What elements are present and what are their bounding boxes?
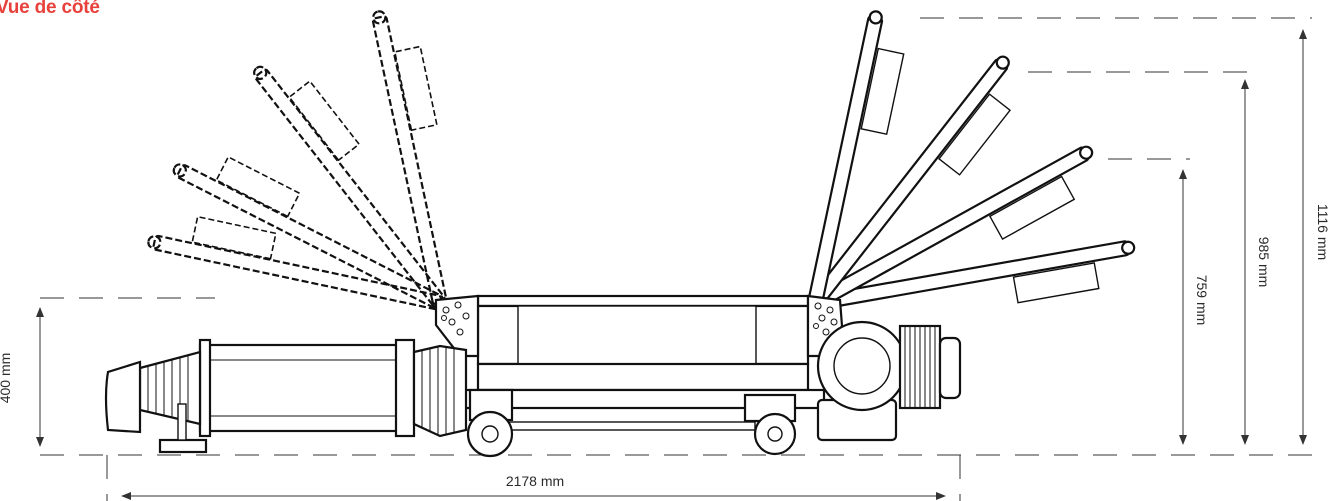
left-arm-dashed-2 xyxy=(172,155,444,310)
left-end-cap xyxy=(104,360,142,434)
center-cone-fins xyxy=(421,347,455,434)
left-fan-cone xyxy=(138,350,202,426)
left-foot xyxy=(158,438,208,454)
left-extension-frame xyxy=(198,343,402,433)
left-pivot-bolts xyxy=(441,301,470,336)
motor-face xyxy=(833,337,891,395)
left-flange xyxy=(198,338,212,438)
frame-top-rail xyxy=(476,294,810,308)
left-arm-positions-dashed xyxy=(147,10,448,311)
right-arm-positions-solid xyxy=(807,10,1136,311)
machine-body xyxy=(104,294,962,458)
left-wheel-hub xyxy=(481,425,499,443)
motor-fan-fins xyxy=(904,326,936,408)
reference-lines xyxy=(40,17,1318,501)
left-arm-dashed-4 xyxy=(371,10,448,305)
width-label: 2178 mm xyxy=(506,473,564,489)
right-arm-solid-3 xyxy=(809,55,1012,308)
height-985-label: 985 mm xyxy=(1256,237,1272,288)
height-759-label: 759 mm xyxy=(1194,275,1210,326)
height-1116-label: 1116 mm xyxy=(1315,204,1331,260)
left-foot-post xyxy=(177,403,187,441)
right-arm-solid-1 xyxy=(813,240,1136,311)
center-cone xyxy=(412,344,468,438)
mid-flange xyxy=(394,338,416,438)
motor-end-cap xyxy=(938,336,962,400)
right-pivot-bolts xyxy=(813,302,838,336)
right-wheel-hub xyxy=(767,426,783,442)
frame-lower-rail xyxy=(476,362,810,392)
height-400-label: 400 mm xyxy=(0,353,13,404)
left-arm-dashed-3 xyxy=(253,65,446,308)
view-title: Vue de côté xyxy=(0,0,100,18)
left-fan-fins xyxy=(147,356,189,422)
frame-inner-panel xyxy=(517,305,757,365)
left-arm-dashed-1 xyxy=(147,215,442,311)
dimension-arrows xyxy=(36,29,1307,500)
frame-belt xyxy=(499,421,756,431)
